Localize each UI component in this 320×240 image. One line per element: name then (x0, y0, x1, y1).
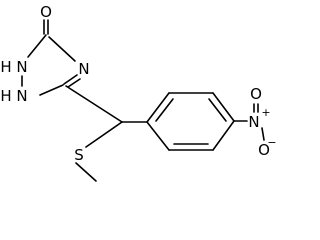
bond-ch-s (85, 121, 123, 148)
atom-h-n2: H (0, 58, 11, 76)
chemical-structure: O H N H N N S N + O O − (0, 3, 276, 182)
bond-n4-c3 (48, 36, 76, 62)
bond-c5-n4-b (67, 78, 81, 88)
bond-n1-c5 (39, 84, 64, 96)
bond-c5-n4-a (63, 74, 78, 85)
bond-s-ch3 (75, 162, 97, 182)
nitro-group (233, 103, 265, 141)
benzene-ring (121, 92, 235, 151)
atom-n4: N (78, 60, 89, 78)
atom-s: S (74, 146, 84, 164)
atom-n-nitro: N (248, 113, 259, 131)
bond-ar-4 (212, 120, 235, 151)
bond-n-o-right (261, 127, 265, 141)
nitro-o-minus-charge: − (267, 136, 276, 149)
atom-n1: N (16, 87, 27, 105)
bond-c5-ch (65, 85, 123, 123)
bond-c3-n2 (27, 34, 47, 58)
atom-n2: N (16, 58, 27, 76)
atom-o-nitro-top: O (250, 85, 262, 103)
nitro-n-plus-charge: + (261, 106, 270, 119)
bond-ar-inner-2 (208, 98, 227, 122)
bond-ar-inner-1 (155, 98, 174, 122)
bond-ar-1 (146, 92, 170, 123)
triazolone-ring (21, 19, 81, 96)
bond-ar-3 (212, 92, 235, 122)
atom-o-nitro-right: O (258, 141, 270, 159)
methylthio-group (75, 121, 123, 182)
bond-ar-6 (146, 121, 170, 151)
atom-h-n1: H (0, 87, 11, 105)
atom-o-carbonyl: O (40, 3, 52, 21)
